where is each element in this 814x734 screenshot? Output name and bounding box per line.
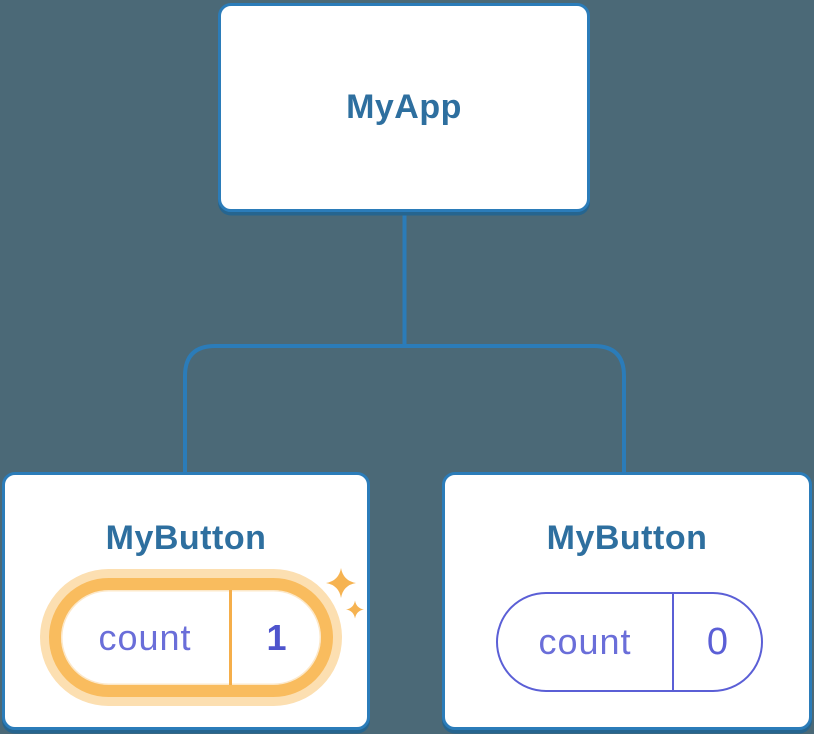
component-node-mybutton-2: MyButton count 0 <box>442 472 812 730</box>
component-label: MyButton <box>105 519 267 557</box>
connector-branch-bracket <box>183 344 626 474</box>
state-key-cell: count <box>498 594 672 690</box>
state-badge-plain: count 0 <box>496 592 763 692</box>
state-value-cell: 1 <box>229 590 321 685</box>
state-value-label: 1 <box>266 616 287 658</box>
component-label: MyApp <box>346 88 462 126</box>
state-value-label: 0 <box>706 620 729 663</box>
component-node-mybutton-1: MyButton count 1 <box>2 472 370 730</box>
component-label: MyButton <box>546 519 708 557</box>
state-badge-highlighted: count 1 <box>49 578 333 697</box>
state-key-label: count <box>538 621 632 662</box>
state-key-label: count <box>98 616 192 658</box>
state-value-cell: 0 <box>672 594 761 690</box>
component-node-myapp: MyApp <box>218 3 590 212</box>
state-key-cell: count <box>61 590 229 685</box>
